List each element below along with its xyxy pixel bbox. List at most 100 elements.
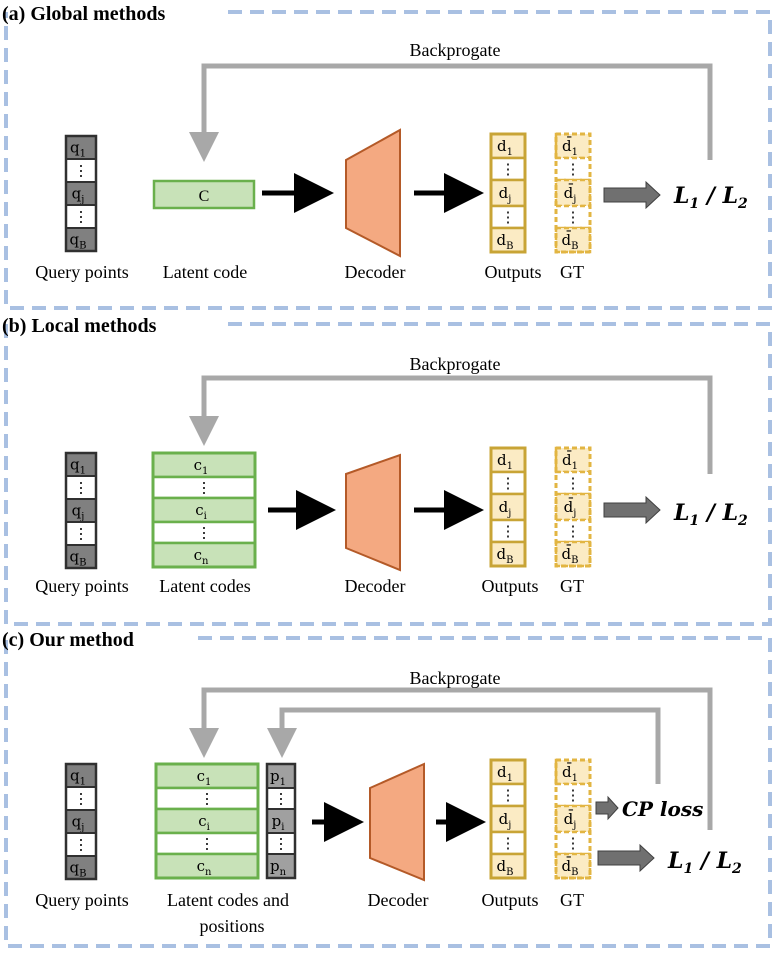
latent-codes-caption-line2: positions [199,916,264,936]
ellipsis-label: ⋮ [566,474,581,492]
cell-label: c1 [197,767,212,788]
stack-cell [554,540,592,568]
stack-frame [554,446,592,568]
cell-label: dj [499,810,512,831]
stack-cell [489,492,527,522]
query-points-caption: Query points [35,890,129,910]
cell-label: qj [72,185,85,206]
cell-label: qB [70,859,87,880]
stack-cell [489,540,527,568]
panel-a: Backprogate q1⋮qj⋮qB Query points C Late… [35,40,748,282]
cell-label: p1 [270,767,286,788]
panel-frames [4,10,772,948]
cell-label: q1 [70,456,86,477]
outputs-caption: Outputs [481,890,538,910]
backprop-arrow-outer [189,687,713,830]
stack-cell [554,178,592,208]
backprop-arrow [189,375,713,474]
frame-a [4,10,772,310]
backprop-label: Backprogate [410,668,501,688]
gt-caption: GT [560,890,584,910]
cell-label: c1 [194,456,209,477]
cell-label: qj [72,502,85,523]
outputs-stack: d1⋮dj⋮dB [489,758,527,880]
ellipsis-label: ⋮ [501,834,516,852]
stack-cell [151,496,257,524]
cell-label: d̄1 [562,763,578,784]
frame-c [4,636,772,948]
outputs-caption: Outputs [484,262,541,282]
stack-frame [64,134,98,253]
ellipsis-label: ⋮ [566,208,581,226]
cell-label: ci [195,501,207,522]
cell-label: dj [499,184,512,205]
cell-label: d̄B [562,545,579,566]
backprop-arrow-inner [267,707,661,784]
cell-label: pn [270,857,287,878]
gt-stack: d̄1 ⋮ d̄j ⋮ d̄B [554,132,592,254]
stack-frame [489,446,527,568]
gt-stack: d̄1⋮d̄j⋮d̄B [554,758,592,880]
panel-title-b: (b) Local methods [2,315,157,337]
decoder-shape [345,453,401,572]
positions-stack: p1⋮pi⋮pn [265,762,297,880]
cell-label: d̄j [564,810,577,831]
cell-label: d1 [497,763,513,784]
cell-label: cn [197,857,212,878]
cp-loss-arrow [595,795,619,821]
latent-codes-caption: Latent codes [159,576,250,596]
ellipsis-label: ⋮ [501,474,516,492]
ellipsis-label: ⋮ [566,160,581,178]
gt-stack: d̄1⋮d̄j⋮d̄B [554,446,592,568]
gt-caption: GT [560,576,584,596]
cell-label: dB [497,231,514,252]
outputs-caption: Outputs [481,576,538,596]
ellipsis-label: ⋮ [200,835,215,853]
cell-label: pi [272,812,285,833]
backprop-arrow [189,63,713,162]
ellipsis-label: ⋮ [74,162,89,180]
outputs-stack: d1⋮dj⋮dB [489,446,527,568]
panel-title-c: (c) Our method [2,629,134,651]
ellipsis-label: ⋮ [74,836,89,854]
cell-label: d1 [497,137,513,158]
decoder-shape [369,762,425,882]
decoder-caption: Decoder [368,890,429,910]
ellipsis-label: ⋮ [566,834,581,852]
cell-label: d1 [497,451,513,472]
stack-cell [266,808,296,834]
stack-frame [489,132,527,254]
latent-codes-stack: c1⋮ci⋮cn [154,762,260,880]
loss-label: L1 / L2 [673,500,748,529]
stack-cell [266,853,296,879]
latent-code-label: C [199,188,210,205]
cell-label: d̄j [564,184,577,205]
cell-label: dB [497,857,514,878]
cell-label: d̄1 [562,137,578,158]
stack-frame [554,132,592,254]
cell-label: q1 [70,767,86,788]
ellipsis-label: ⋮ [274,835,289,853]
panel-title-a: (a) Global methods [2,3,166,25]
ellipsis-label: ⋮ [566,522,581,540]
stack-frame [554,758,592,880]
cell-label: q1 [70,139,86,160]
latent-codes-stack: c1⋮ci⋮cn [151,451,257,569]
backprop-label: Backprogate [410,354,501,374]
cell-label: qB [70,548,87,569]
decoder-shape [345,128,401,258]
frame-b [4,322,772,626]
outputs-stack: d1⋮dj⋮dB [489,132,527,254]
stack-frame [151,451,257,569]
cell-label: d̄j [564,498,577,519]
stack-frame [489,758,527,880]
cell-label: dB [497,545,514,566]
ellipsis-label: ⋮ [74,525,89,543]
query-points-stack: q1⋮qj⋮qB [64,451,98,570]
loss-arrow [603,180,661,210]
cell-label: qB [70,231,87,252]
latent-code-caption: Latent code [163,262,247,282]
cell-label: d̄B [562,231,579,252]
query-points-caption: Query points [35,262,129,282]
